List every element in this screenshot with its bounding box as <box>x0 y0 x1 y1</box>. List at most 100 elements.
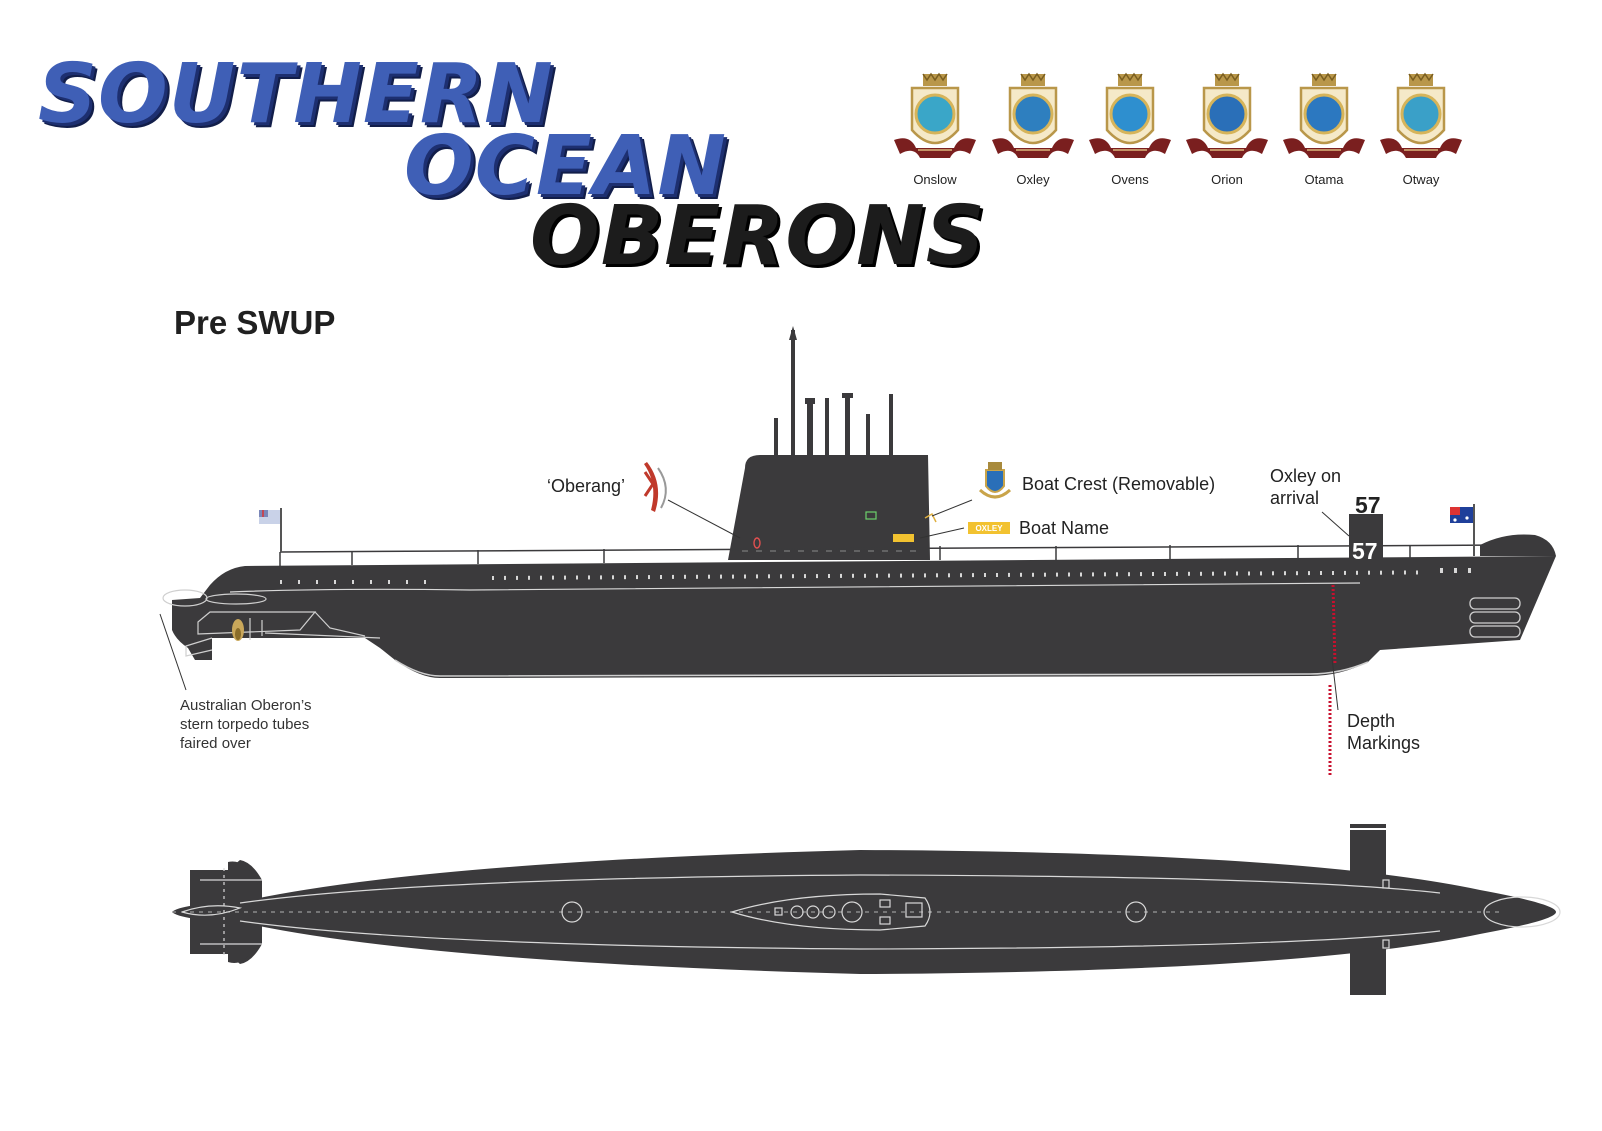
limber-hole <box>804 574 806 579</box>
stern-details <box>162 589 381 657</box>
limber-hole <box>840 573 842 578</box>
limber-hole <box>912 573 914 578</box>
limber-hole <box>756 574 758 579</box>
limber-hole <box>816 574 818 579</box>
top-view-details <box>172 868 1561 956</box>
pennant-number-on-hull: 57 <box>1352 538 1378 564</box>
limber-hole <box>1296 571 1298 576</box>
periscope-masts <box>774 326 893 455</box>
limber-hole <box>1212 571 1214 576</box>
limber-hole <box>1380 570 1382 575</box>
limber-hole <box>900 573 902 578</box>
limber-hole <box>660 575 662 579</box>
limber-hole <box>1454 568 1457 573</box>
limber-hole <box>720 574 722 579</box>
limber-hole <box>1416 570 1418 575</box>
limber-hole <box>1344 570 1346 575</box>
limber-hole <box>1440 568 1443 573</box>
crest-name: Otway <box>1402 172 1440 187</box>
title-line-southern: Southern <box>38 47 554 142</box>
bow-sonar-dome <box>1480 534 1556 556</box>
leader-lines <box>159 499 1350 711</box>
limber-hole <box>298 580 300 584</box>
limber-hole <box>576 575 578 580</box>
limber-hole <box>960 573 962 578</box>
limber-hole <box>1104 572 1106 577</box>
limber-hole <box>888 573 890 578</box>
limber-hole <box>624 575 626 580</box>
limber-hole <box>972 573 974 578</box>
limber-hole <box>1164 572 1166 576</box>
limber-hole <box>280 580 282 584</box>
limber-hole <box>552 575 554 580</box>
section-title: Pre SWUP <box>174 304 336 341</box>
limber-hole <box>1248 571 1250 576</box>
label-oberang: ‘Oberang’ <box>547 476 626 496</box>
limber-hole <box>352 580 354 584</box>
limber-hole <box>1468 568 1471 573</box>
limber-hole <box>1116 572 1118 577</box>
limber-hole <box>1056 572 1058 577</box>
limber-hole <box>1008 572 1010 577</box>
limber-hole <box>1284 571 1286 576</box>
bow-planes-top <box>1350 824 1386 995</box>
title-line-ocean: Ocean <box>404 119 727 214</box>
limber-hole <box>540 575 542 580</box>
crest-orion: Orion <box>1182 72 1272 192</box>
limber-holes <box>280 568 1471 584</box>
limber-hole <box>948 573 950 578</box>
label-boat-name: Boat Name <box>1019 518 1110 538</box>
sail-crest-mark <box>924 512 937 523</box>
limber-hole <box>672 574 674 579</box>
limber-hole <box>936 573 938 578</box>
limber-hole <box>1044 572 1046 577</box>
crest-name: Onslow <box>913 172 957 187</box>
limber-hole <box>1020 572 1022 577</box>
limber-hole <box>1260 571 1262 576</box>
limber-hole <box>588 575 590 580</box>
limber-hole <box>648 575 650 580</box>
limber-hole <box>528 575 530 580</box>
limber-hole <box>1404 570 1406 575</box>
limber-hole <box>768 574 770 579</box>
limber-hole <box>1152 572 1154 576</box>
crest-ovens: Ovens <box>1085 72 1175 192</box>
sail-name-plate <box>893 534 914 542</box>
limber-hole <box>388 580 390 584</box>
limber-hole <box>864 573 866 578</box>
bow-torpedo-tubes <box>1469 597 1521 638</box>
title-line-oberons: Oberons <box>530 189 986 284</box>
crest-oxley: Oxley <box>988 72 1078 192</box>
limber-hole <box>1032 572 1034 577</box>
limber-hole <box>1272 571 1274 576</box>
crest-badge-icon <box>992 72 1074 158</box>
limber-hole <box>708 574 710 579</box>
label-depth: Depth <box>1347 711 1396 731</box>
propeller <box>232 619 244 641</box>
limber-hole <box>516 575 518 580</box>
crest-badge-icon <box>1380 72 1462 158</box>
limber-hole <box>406 580 408 584</box>
limber-hole <box>370 580 372 584</box>
limber-hole <box>744 574 746 579</box>
limber-hole <box>1308 571 1310 576</box>
pennant-number-outside: 57 <box>1355 492 1381 518</box>
limber-hole <box>876 573 878 578</box>
limber-hole <box>316 580 318 584</box>
limber-hole <box>424 580 426 584</box>
limber-hole <box>1356 570 1358 575</box>
limber-hole <box>1176 571 1178 576</box>
limber-hole <box>1224 571 1226 576</box>
crest-badge-icon <box>1186 72 1268 158</box>
limber-hole <box>504 575 506 580</box>
limber-hole <box>984 573 986 577</box>
limber-hole <box>924 573 926 578</box>
label-arrival: arrival <box>1270 488 1320 508</box>
limber-hole <box>1332 571 1334 575</box>
crest-otama: Otama <box>1279 72 1369 192</box>
crest-name: Otama <box>1304 172 1344 187</box>
submarine-sail <box>728 455 930 560</box>
oberang-mark <box>753 537 761 549</box>
